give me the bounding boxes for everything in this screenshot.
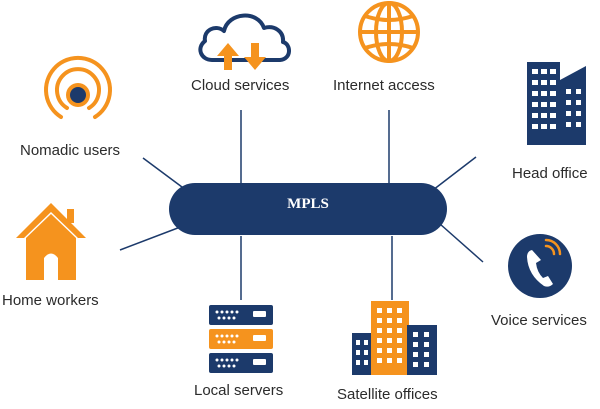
globe-icon <box>358 1 420 63</box>
cloud-upload-download-icon <box>198 13 291 70</box>
connector-nomadic <box>142 157 187 191</box>
label-voice-services: Voice services <box>491 312 587 329</box>
label-nomadic-users: Nomadic users <box>20 142 121 159</box>
connector-home <box>119 225 184 251</box>
satellite-buildings-icon <box>352 301 437 375</box>
connector-voice <box>439 223 484 263</box>
mpls-hub <box>169 183 447 235</box>
phone-icon <box>508 234 572 298</box>
house-icon <box>16 203 86 280</box>
mpls-hub-label: MPLS <box>287 196 329 212</box>
label-satellite-offices: Satellite offices <box>337 386 438 403</box>
label-home-workers: Home workers <box>2 292 99 309</box>
office-buildings-icon <box>527 62 586 145</box>
label-head-office: Head office <box>512 165 588 182</box>
wireless-signal-icon <box>44 55 112 119</box>
label-internet-access: Internet access <box>333 77 435 94</box>
label-cloud-services: Cloud services <box>191 77 290 94</box>
server-rack-icon <box>209 305 273 373</box>
label-local-servers: Local servers <box>194 382 284 399</box>
connector-head <box>432 156 477 191</box>
